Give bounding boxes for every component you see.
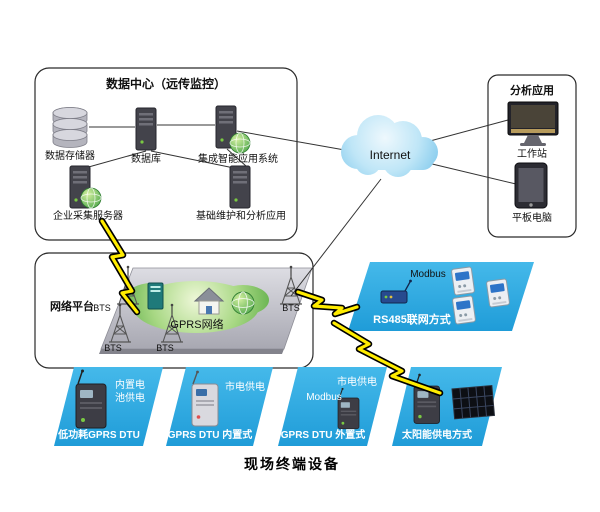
internet-cloud [341,115,438,177]
rs485-name-label: RS485联网方式 [373,314,451,326]
tablet-icon [514,162,548,209]
lightning-bolt-3 [330,319,444,397]
meter-icon [485,278,511,308]
bts-label-4: BTS [282,303,300,313]
field-terminal-footer: 现场终端设备 [244,456,340,472]
terminal-3-power-label: 市电供电 [337,377,377,388]
terminal-1-power-label: 内置电池供电 [115,380,145,404]
solar-panel-icon [451,384,496,420]
globe-icon [229,132,251,154]
analysis-title: 分析应用 [510,85,554,97]
terminal-box-3 [278,367,387,446]
database-label: 数据库 [131,154,161,165]
terminal-1-name: 低功耗GPRS DTU [58,430,140,441]
gprs-network-label: GPRS网络 [170,319,224,331]
globe-icon [80,187,102,209]
terminal-4-name: 太阳能供电方式 [402,430,472,441]
workstation-monitor-icon [507,101,559,146]
data-center-title: 数据中心（远传监控） [105,77,226,91]
terminal-2-name: GPRS DTU 内置式 [167,430,253,441]
globe-on-platform-icon [231,291,255,315]
collector-server-label: 企业采集服务器 [53,211,123,222]
gprs-platform [99,265,313,354]
tablet-label: 平板电脑 [512,213,552,224]
lightning-bolt-1 [98,217,141,316]
network-platform-label: 网络平台 [50,301,94,313]
storage-label: 数据存储器 [45,151,95,162]
lightning-bolt-2 [294,288,361,318]
maintenance-app-label: 基础维护和分析应用 [196,211,286,222]
bts-label-1: BTS [93,303,111,313]
analysis-icons [507,101,559,209]
terminal-3-name: GPRS DTU 外置式 [280,430,366,441]
bts-label-2: BTS [104,343,122,353]
terminal-3-modbus-label: Modbus [306,392,342,403]
workstation-label: 工作站 [517,149,547,160]
bts-label-3: BTS [156,343,174,353]
rs485-modbus-label: Modbus [410,269,446,280]
connector-lines [84,119,517,185]
internet-label: Internet [369,148,411,162]
rs485-group-box [348,262,534,331]
database-cylinder-icon [52,107,88,148]
server-tower-icon [135,107,157,151]
integrated-app-label: 集成智能应用系统 [198,154,278,165]
house-icon [193,287,225,315]
server-tower-icon [229,165,251,209]
server-on-platform-icon [147,282,164,310]
cloud-to-bts-line [290,178,382,297]
terminal-2-power-label: 市电供电 [225,382,265,393]
data-center-icons [52,105,251,209]
rs485-converter-icon [380,279,412,304]
